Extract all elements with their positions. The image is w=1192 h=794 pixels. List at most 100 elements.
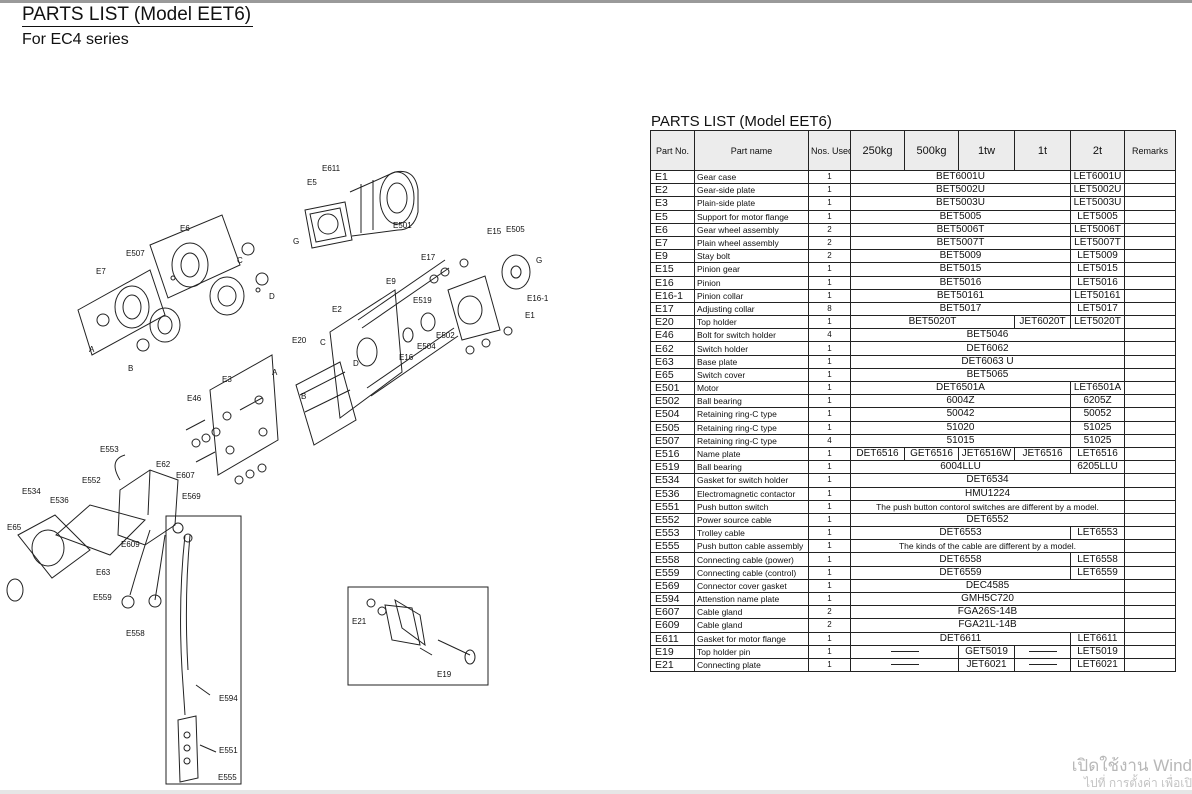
part-code-cell: JET6020T <box>1014 315 1071 330</box>
part-code-cell: BET6001U <box>850 169 1071 185</box>
nos-used-cell: 1 <box>808 460 851 475</box>
remarks-cell <box>1124 486 1176 501</box>
callout-label: E519 <box>413 296 432 305</box>
part-name-cell: Gear-side plate <box>694 183 809 198</box>
part-code-cell: BET5020T <box>850 315 1015 330</box>
table-header-row: Part No. Part name Nos. Used 250kg 500kg… <box>650 130 1176 171</box>
part-code-cell: DET6552 <box>850 512 1125 528</box>
nos-used-cell: 1 <box>808 196 851 211</box>
part-code-cell: 51020 <box>850 420 1071 435</box>
remarks-cell <box>1124 618 1176 633</box>
part-no-cell: E534 <box>650 473 695 488</box>
part-code-cell: 51025 <box>1070 433 1125 448</box>
part-name-cell: Top holder <box>694 315 809 330</box>
callout-label: E558 <box>126 629 145 638</box>
part-code-cell: BET5017 <box>850 301 1071 317</box>
part-no-cell: E558 <box>650 552 695 567</box>
callout-label: E501 <box>393 221 412 230</box>
remarks-cell <box>1124 169 1176 185</box>
part-no-cell: E569 <box>650 578 695 594</box>
part-no-cell: E594 <box>650 591 695 607</box>
part-name-cell: Gear wheel assembly <box>694 222 809 237</box>
part-name-cell: Plain-side plate <box>694 196 809 211</box>
callout-label: E536 <box>50 496 69 505</box>
part-code-cell: FGA26S-14B <box>850 605 1125 620</box>
remarks-cell <box>1124 315 1176 330</box>
part-code-cell: LET5019 <box>1070 644 1125 659</box>
callout-label: E551 <box>219 746 238 755</box>
callout-label: B <box>128 364 133 373</box>
callout-label: E611 <box>322 164 341 173</box>
part-no-cell: E5 <box>650 209 695 224</box>
nos-used-cell: 1 <box>808 631 851 646</box>
part-no-cell: E3 <box>650 196 695 211</box>
part-code-cell: JET6516 <box>1014 446 1071 462</box>
part-name-cell: Retaining ring-C type <box>694 433 809 448</box>
part-code-cell: 6205Z <box>1070 394 1125 409</box>
callout-label: E3 <box>222 375 232 384</box>
remarks-cell <box>1124 288 1176 303</box>
remarks-cell <box>1124 407 1176 422</box>
part-name-cell: Retaining ring-C type <box>694 407 809 422</box>
remarks-cell <box>1124 196 1176 211</box>
part-code-cell: BET5016 <box>850 275 1071 290</box>
callout-label: E46 <box>187 394 202 403</box>
part-name-cell: Motor <box>694 380 809 396</box>
remarks-cell <box>1124 328 1176 343</box>
callout-label: D <box>269 292 275 301</box>
part-code-cell: GMH5C720 <box>850 591 1125 607</box>
part-code-cell: JET6021 <box>958 657 1015 673</box>
part-code-cell: BET5002U <box>850 183 1071 198</box>
part-no-cell: E21 <box>650 657 695 673</box>
part-code-cell: LET5003U <box>1070 196 1125 211</box>
remarks-cell <box>1124 354 1176 369</box>
nos-used-cell: 1 <box>808 644 851 659</box>
part-code-cell: The push button contorol switches are di… <box>850 499 1125 514</box>
part-no-cell: E502 <box>650 394 695 409</box>
part-name-cell: Cable gland <box>694 605 809 620</box>
not-applicable-cell <box>850 657 959 673</box>
part-name-cell: Gasket for motor flange <box>694 631 809 646</box>
callout-label: B <box>301 392 306 401</box>
nos-used-cell: 2 <box>808 605 851 620</box>
remarks-cell <box>1124 301 1176 317</box>
part-code-cell: LET5015 <box>1070 262 1125 277</box>
nos-used-cell: 1 <box>808 209 851 224</box>
part-no-cell: E552 <box>650 512 695 528</box>
callout-label: E1 <box>525 311 535 320</box>
nos-used-cell: 2 <box>808 235 851 251</box>
part-code-cell: BET5065 <box>850 367 1125 383</box>
nos-used-cell: 1 <box>808 446 851 462</box>
exploded-parts-diagram: E611E5E501GE6E7E507CDABE9E17E15E505GE16-… <box>6 164 549 785</box>
nos-used-cell: 4 <box>808 433 851 448</box>
part-no-cell: E9 <box>650 249 695 264</box>
part-name-cell: Base plate <box>694 354 809 369</box>
part-code-cell: 50042 <box>850 407 1071 422</box>
header-1tw: 1tw <box>958 130 1015 171</box>
remarks-cell <box>1124 657 1176 673</box>
dash-mark <box>1028 650 1057 652</box>
part-no-cell: E516 <box>650 446 695 462</box>
header-nos-used: Nos. Used <box>808 130 851 171</box>
part-no-cell: E7 <box>650 235 695 251</box>
callout-label: E16 <box>399 353 414 362</box>
part-no-cell: E559 <box>650 565 695 580</box>
motor-illustration <box>304 170 419 249</box>
part-code-cell: LET6559 <box>1070 565 1125 580</box>
part-code-cell: BET5005 <box>850 209 1071 224</box>
remarks-cell <box>1124 460 1176 475</box>
part-code-cell: LET6558 <box>1070 552 1125 567</box>
